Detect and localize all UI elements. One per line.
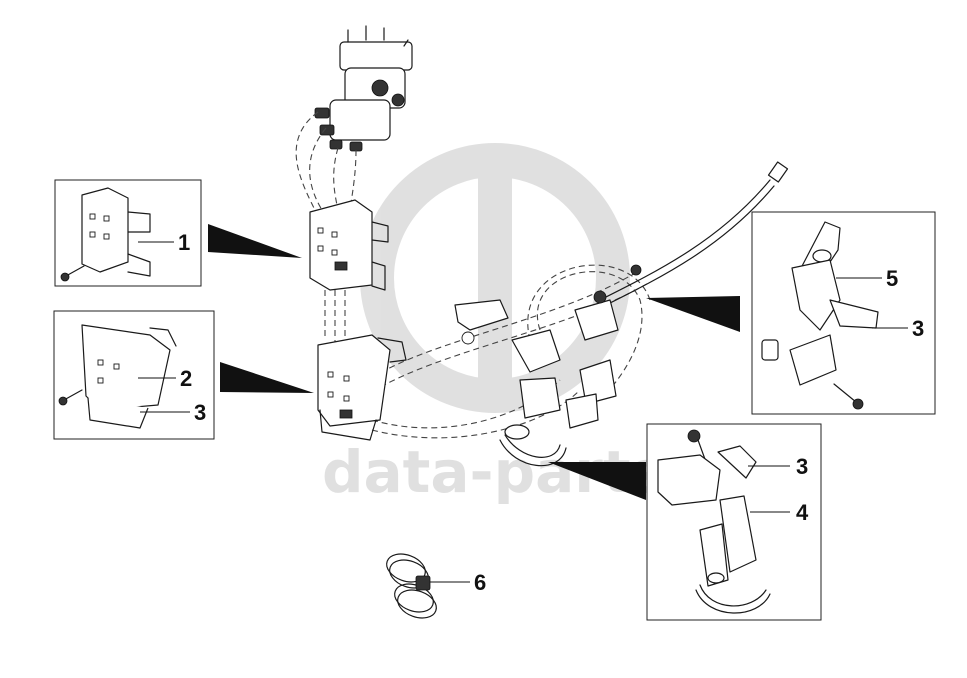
- bolt-icon: [60, 265, 85, 282]
- watermark: data-parts: [322, 143, 665, 506]
- main-assembly: [295, 25, 789, 467]
- callout-2: 2: [180, 366, 192, 391]
- bolt-icon: [58, 389, 83, 406]
- callout-5: 5: [886, 266, 898, 291]
- callout-3a: 3: [194, 400, 206, 425]
- pointer-arrow-4: [548, 462, 646, 500]
- detail-box-4: 3 4: [646, 423, 822, 621]
- detail-box-2: 2 3: [53, 310, 215, 440]
- detail-box-5: 5 3: [751, 211, 936, 415]
- lower-bracket: [317, 334, 407, 441]
- detail-box-1: 1: [54, 179, 202, 287]
- watermark-logo-bar: [478, 160, 512, 396]
- pointer-arrow-2: [220, 362, 314, 393]
- callout-4: 4: [796, 500, 809, 525]
- valve-block: [314, 25, 413, 152]
- pointer-arrow-5: [646, 296, 740, 332]
- callout-3b: 3: [912, 316, 924, 341]
- pointer-arrow-1: [208, 224, 302, 258]
- callout-1: 1: [178, 230, 190, 255]
- callout-3c: 3: [796, 454, 808, 479]
- callout-6: 6: [474, 570, 486, 595]
- upper-bracket: [309, 199, 389, 291]
- bolt-icon: [833, 383, 864, 410]
- hose-clamp-6: 6: [386, 553, 486, 619]
- right-clamp-cluster: [454, 264, 642, 467]
